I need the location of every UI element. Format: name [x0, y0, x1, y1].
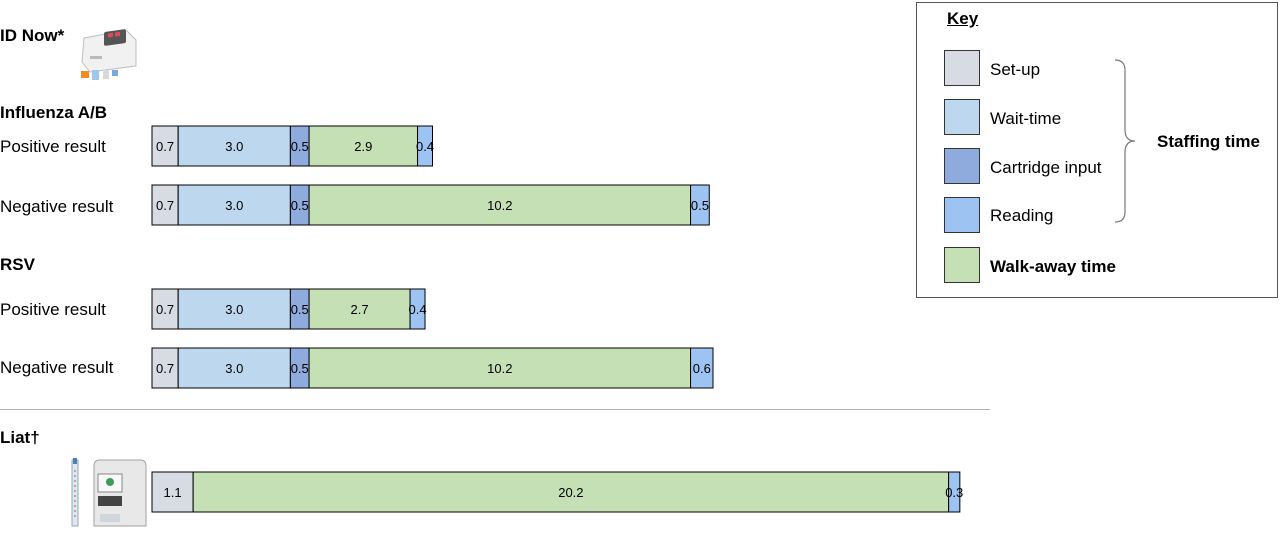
legend-label-cartridge-input: Cartridge input: [990, 158, 1102, 177]
bar-segment-rsv-neg-wait-time: [177, 347, 291, 389]
bar-segment-liat-reading: [948, 471, 961, 513]
row-label-rsv-negative: Negative result: [0, 358, 114, 377]
data-label-liat-walk-away-time: 20.2: [558, 485, 583, 500]
bar-segment-flu-pos-set-up: [151, 125, 179, 167]
data-label-flu-pos-walk-away-time: 2.9: [354, 139, 372, 154]
legend-label-wait-time: Wait-time: [990, 109, 1062, 128]
row-label-flu-negative: Negative result: [0, 197, 114, 216]
data-label-liat-reading: 0.3: [945, 485, 963, 500]
data-label-flu-neg-set-up: 0.7: [156, 198, 174, 213]
data-label-rsv-neg-cartridge-input: 0.5: [291, 361, 309, 376]
legend-swatch-setup: [944, 50, 980, 86]
bar-segment-rsv-pos-reading: [409, 288, 426, 330]
data-label-rsv-neg-reading: 0.6: [693, 361, 711, 376]
bar-segment-rsv-neg-reading: [690, 347, 714, 389]
data-label-rsv-pos-walk-away-time: 2.7: [351, 302, 369, 317]
id-now-device-image: [81, 29, 137, 80]
data-label-flu-pos-reading: 0.4: [416, 139, 434, 154]
legend-swatch-walk-away: [944, 247, 980, 283]
bar-segment-flu-neg-wait-time: [177, 184, 291, 226]
bar-segment-flu-neg-walk-away-time: [308, 184, 692, 226]
bar-segment-rsv-pos-set-up: [151, 288, 179, 330]
data-label-rsv-pos-reading: 0.4: [409, 302, 427, 317]
bar-segment-flu-pos-reading: [417, 125, 434, 167]
staffing-brace-icon: [1114, 59, 1136, 223]
data-label-rsv-pos-cartridge-input: 0.5: [291, 302, 309, 317]
data-label-rsv-neg-wait-time: 3.0: [225, 361, 243, 376]
legend-label-walk-away: Walk-away time: [990, 257, 1116, 276]
stacked-bar-chart: 0.7 3.0 0.5 2.9 0.4 0.7 3.0 0.5 10.2 0.5 0.7 3.0 0.5…: [151, 125, 963, 513]
bar-segment-liat-walk-away-time: [192, 471, 950, 513]
data-label-rsv-pos-wait-time: 3.0: [225, 302, 243, 317]
group-separator: [0, 409, 990, 410]
data-label-flu-neg-cartridge-input: 0.5: [291, 198, 309, 213]
bar-segment-flu-pos-wait-time: [177, 125, 291, 167]
data-label-rsv-pos-set-up: 0.7: [156, 302, 174, 317]
data-label-rsv-neg-set-up: 0.7: [156, 361, 174, 376]
legend-swatch-reading: [944, 197, 980, 233]
row-label-rsv-positive: Positive result: [0, 300, 106, 319]
data-label-rsv-neg-walk-away-time: 10.2: [487, 361, 512, 376]
bar-segment-rsv-pos-walk-away-time: [308, 288, 411, 330]
data-label-flu-pos-set-up: 0.7: [156, 139, 174, 154]
bar-segment-rsv-pos-wait-time: [177, 288, 291, 330]
data-label-flu-neg-wait-time: 3.0: [225, 198, 243, 213]
row-label-flu-positive: Positive result: [0, 137, 106, 156]
staffing-time-label: Staffing time: [1157, 132, 1260, 151]
legend-box: Key Set-up Wait-time Cartridge input Rea…: [916, 2, 1278, 298]
group-title-id-now: ID Now*: [0, 26, 65, 45]
data-label-liat-set-up: 1.1: [164, 485, 182, 500]
bar-segment-flu-pos-walk-away-time: [308, 125, 419, 167]
legend-label-reading: Reading: [990, 206, 1054, 225]
data-label-flu-pos-cartridge-input: 0.5: [291, 139, 309, 154]
group-title-liat: Liat†: [0, 428, 40, 447]
liat-device-image: [71, 458, 147, 527]
legend-title: Key: [947, 9, 979, 28]
bar-segment-rsv-neg-set-up: [151, 347, 179, 389]
group-title-rsv: RSV: [0, 255, 35, 274]
bar-segment-liat-set-up: [151, 471, 194, 513]
bar-segment-flu-neg-reading: [690, 184, 710, 226]
legend-label-setup: Set-up: [990, 60, 1041, 79]
legend-swatch-wait-time: [944, 99, 980, 135]
bar-segment-rsv-neg-walk-away-time: [308, 347, 692, 389]
data-label-flu-neg-reading: 0.5: [691, 198, 709, 213]
group-title-influenza: Influenza A/B: [0, 103, 108, 122]
legend-swatch-cartridge-input: [944, 148, 980, 184]
data-label-flu-neg-walk-away-time: 10.2: [487, 198, 512, 213]
data-label-flu-pos-wait-time: 3.0: [225, 139, 243, 154]
